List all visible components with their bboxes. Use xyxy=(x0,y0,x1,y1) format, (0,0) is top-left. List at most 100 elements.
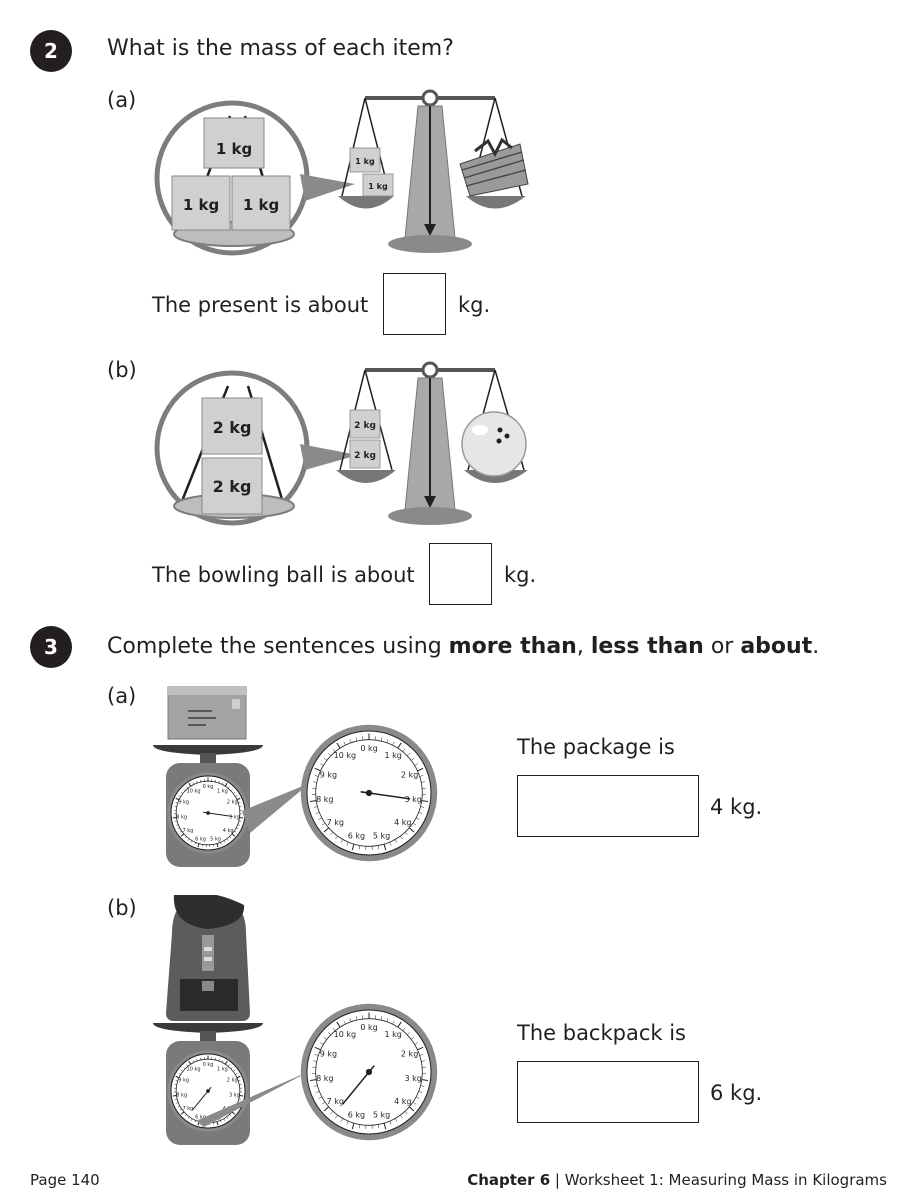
small-dial-tick xyxy=(239,1095,244,1097)
zoom-dial-tick xyxy=(404,1111,408,1115)
part-2b-label: (b) xyxy=(107,358,137,382)
zoom-dial-tick xyxy=(313,781,317,783)
small-dial-tick xyxy=(194,842,196,845)
zoom-dial-tick xyxy=(321,822,326,826)
zoom-dial-label: 6 kg xyxy=(348,1111,365,1120)
small-dial-label: 9 kg xyxy=(178,1078,189,1084)
zoom-dial-tick xyxy=(421,800,428,802)
zoom-dial-tick xyxy=(408,1106,415,1112)
zoom-dial-tick xyxy=(310,1079,317,1081)
zoom-dial-label: 3 kg xyxy=(405,1074,422,1083)
zoom-dial-tick xyxy=(400,1114,403,1119)
pan-weight-label: 1 kg xyxy=(355,157,375,166)
package-sentence-start: The package is xyxy=(517,735,675,759)
small-dial-tick xyxy=(230,1067,233,1070)
small-dial-hub xyxy=(206,1089,210,1093)
zoom-dial-tick xyxy=(313,806,318,808)
zoom-dial-label: 0 kg xyxy=(360,1023,377,1032)
zoom-dial-label: 5 kg xyxy=(373,1111,390,1120)
zoom-dial-tick xyxy=(327,753,331,757)
small-dial-tick xyxy=(234,830,237,833)
zoom-dial-tick xyxy=(418,1091,423,1093)
pan-weight-label: 1 kg xyxy=(368,182,388,191)
zoom-dial-tick xyxy=(330,832,334,836)
package-comparison-answer-box[interactable] xyxy=(517,775,699,837)
zoom-dial-tick xyxy=(349,1018,352,1022)
small-dial-tick xyxy=(177,827,180,830)
zoom-dial-tick xyxy=(395,839,398,843)
zoom-dial-tick xyxy=(314,775,319,777)
small-dial-tick xyxy=(221,1060,224,1063)
small-dial-tick xyxy=(183,789,186,792)
present-mass-answer-box[interactable] xyxy=(383,273,446,335)
small-dial-tick xyxy=(184,836,187,839)
zoom-dial-tick xyxy=(359,845,361,850)
zoom-dial-tick xyxy=(392,741,395,746)
present-unit: kg. xyxy=(458,293,491,317)
zoom-dial-tick xyxy=(340,839,343,843)
small-dial-tick xyxy=(200,1057,202,1061)
zoom-dial-tick xyxy=(359,1124,361,1129)
small-dial-tick xyxy=(224,782,228,787)
small-dial-tick xyxy=(214,1057,216,1061)
zoom-dial-hub xyxy=(365,789,373,797)
zoom-weight-label: 1 kg xyxy=(243,196,279,214)
scale-package-illustration: 0 kg1 kg2 kg3 kg4 kg5 kg6 kg7 kg8 kg9 kg… xyxy=(153,686,438,867)
small-dial-tick xyxy=(192,782,195,785)
page-number: Page 140 xyxy=(30,1171,100,1189)
small-dial-tick xyxy=(233,1070,236,1072)
small-dial-tick xyxy=(231,1111,236,1115)
small-dial-label: 10 kg xyxy=(187,788,201,794)
chapter-footer: Chapter 6 | Worksheet 1: Measuring Mass … xyxy=(467,1171,887,1189)
small-dial-label: 1 kg xyxy=(217,1066,228,1072)
zoom-dial-label: 7 kg xyxy=(327,818,344,827)
zoom-dial-tick xyxy=(377,845,379,850)
footer-separator: | xyxy=(554,1171,560,1189)
zoom-dial-tick xyxy=(343,1020,346,1025)
zoom-dial-tick xyxy=(380,737,383,742)
small-dial-label: 10 kg xyxy=(187,1066,201,1072)
zoom-weight-label: 2 kg xyxy=(213,477,252,496)
balance-scale-present-illustration: 1 kg 1 kg 1 kg 1 kg 1 kg xyxy=(154,89,529,256)
zoom-weight-label: 2 kg xyxy=(213,418,252,437)
bowling-ball-mass-answer-box[interactable] xyxy=(429,543,492,605)
small-dial-label: 2 kg xyxy=(227,800,238,806)
zoom-dial-tick xyxy=(408,827,415,833)
zoom-dial-tick xyxy=(397,742,402,749)
small-dial-label: 6 kg xyxy=(195,1114,206,1120)
small-dial-tick xyxy=(237,824,240,826)
zoom-dial-tick xyxy=(335,835,338,840)
zoom-dial-tick xyxy=(323,827,330,833)
option-about: about xyxy=(740,634,813,659)
zoom-dial-tick xyxy=(349,739,352,743)
backpack-comparison-answer-box[interactable] xyxy=(517,1061,699,1123)
small-dial-tick xyxy=(188,1060,192,1065)
zoom-dial-tick xyxy=(383,1123,387,1130)
scale-backpack-illustration: 0 kg1 kg2 kg3 kg4 kg5 kg6 kg7 kg8 kg9 kg… xyxy=(153,895,438,1145)
zoom-dial-tick xyxy=(414,1042,418,1045)
zoom-dial-label: 0 kg xyxy=(360,744,377,753)
small-dial-tick xyxy=(175,802,178,804)
zoom-dial-tick xyxy=(327,1032,331,1036)
zoom-dial-tick xyxy=(313,1060,317,1062)
small-dial-label: 1 kg xyxy=(217,788,228,794)
zoom-dial-tick xyxy=(402,1027,406,1031)
small-dial-tick xyxy=(179,830,182,833)
zoom-dial-tick xyxy=(323,757,327,761)
zoom-dial-tick xyxy=(321,1101,326,1105)
small-dial-tick xyxy=(216,1121,219,1126)
zoom-dial-tick xyxy=(386,739,389,743)
small-dial-tick xyxy=(200,779,202,783)
zoom-dial-tick xyxy=(346,842,349,846)
zoom-dial-tick xyxy=(332,748,336,752)
zoom-dial-tick xyxy=(407,753,411,757)
small-dial-label: 7 kg xyxy=(182,1106,193,1112)
zoom-dial-tick xyxy=(420,806,425,808)
zoom-weight-label: 1 kg xyxy=(216,140,252,158)
zoom-dial-label: 8 kg xyxy=(316,1074,333,1083)
small-dial-tick xyxy=(235,1073,238,1075)
zoom-dial-tick xyxy=(318,817,322,820)
small-dial-tick xyxy=(191,1118,193,1121)
small-dial-tick xyxy=(229,1114,232,1117)
small-dial-tick xyxy=(194,1120,196,1123)
